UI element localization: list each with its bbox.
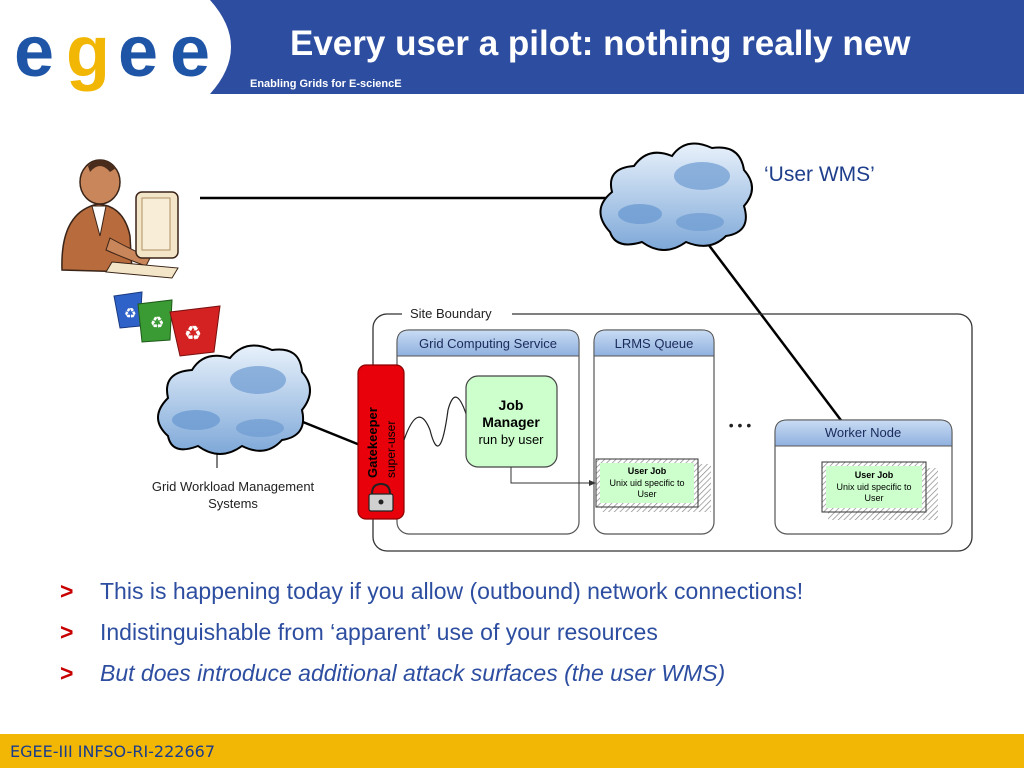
logo-text-e1: e: [14, 12, 52, 92]
worker-user-job-line1: Unix uid specific to: [836, 482, 911, 492]
gatekeeper-label: Gatekeeper: [365, 407, 380, 478]
page-subtitle: Enabling Grids for E-sciencE: [250, 78, 402, 90]
jobmanager-to-lrms-arrow: [510, 467, 592, 484]
bullet-text: This is happening today if you allow (ou…: [100, 578, 804, 604]
gatekeeper-sub-label: super-user: [384, 421, 398, 478]
logo-text-e3: e: [170, 12, 208, 92]
footer-text: EGEE-III INFSO-RI-222667: [10, 742, 216, 761]
worker-user-job-line2: User: [864, 493, 883, 503]
job-manager-line1: Job: [499, 397, 524, 413]
job-manager-box: Job Manager run by user: [465, 375, 558, 468]
logo-text-g: g: [66, 12, 108, 92]
logo-text-e2: e: [118, 12, 156, 92]
person-at-computer-icon: [61, 159, 179, 279]
bullet-item: > But does introduce additional attack s…: [60, 656, 1000, 697]
lrms-user-job-line2: User: [637, 489, 656, 499]
more-nodes-ellipsis: • • •: [729, 417, 752, 433]
gwms-label-line1: Grid Workload Management: [152, 479, 315, 494]
lrms-user-job-box: User Job Unix uid specific to User: [595, 458, 711, 512]
svg-text:♻: ♻: [124, 305, 137, 321]
gatekeeper-to-jobmanager-line: [403, 396, 469, 447]
gwms-label-line2: Systems: [208, 496, 258, 511]
worker-user-job-box: User Job Unix uid specific to User: [821, 461, 938, 520]
header-bar: e g e e Every user a pilot: nothing real…: [0, 0, 1024, 94]
lrms-user-job-title: User Job: [628, 466, 667, 476]
user-wms-label: ‘User WMS’: [764, 163, 875, 186]
bullet-item: > This is happening today if you allow (…: [60, 574, 1000, 615]
bullet-list: > This is happening today if you allow (…: [60, 574, 1000, 697]
job-manager-line2: Manager: [482, 414, 540, 430]
svg-text:♻: ♻: [150, 315, 164, 332]
gwms-cloud-icon: [157, 344, 311, 455]
pilot-diagram: ♻ ♻ ♻ ‘User WMS’ Grid Workload Managemen…: [61, 142, 973, 552]
lrms-label: LRMS Queue: [615, 336, 694, 351]
worker-node-label: Worker Node: [825, 425, 901, 440]
user-wms-cloud-icon: [599, 142, 753, 251]
footer-bar: EGEE-III INFSO-RI-222667: [0, 734, 1024, 768]
site-boundary-label: Site Boundary: [410, 306, 492, 321]
bullet-marker: >: [60, 660, 74, 686]
lrms-user-job-line1: Unix uid specific to: [609, 478, 684, 488]
recycle-bins-icon: ♻ ♻ ♻: [113, 291, 221, 357]
gatekeeper-box: Gatekeeper super-user: [357, 364, 405, 520]
bullet-marker: >: [60, 578, 74, 604]
padlock-icon: [368, 482, 394, 512]
bullet-marker: >: [60, 619, 74, 645]
bullet-item: > Indistinguishable from ‘apparent’ use …: [60, 615, 1000, 656]
job-manager-line3: run by user: [478, 432, 544, 447]
egee-logo: e g e e: [0, 0, 231, 94]
bullet-text: But does introduce additional attack sur…: [100, 660, 726, 686]
gcs-label: Grid Computing Service: [419, 336, 557, 351]
gwms-to-gatekeeper-line: [297, 418, 361, 447]
page-title: Every user a pilot: nothing really new: [290, 24, 911, 63]
bullet-text: Indistinguishable from ‘apparent’ use of…: [100, 619, 658, 645]
svg-text:♻: ♻: [184, 323, 202, 345]
worker-user-job-title: User Job: [855, 470, 894, 480]
